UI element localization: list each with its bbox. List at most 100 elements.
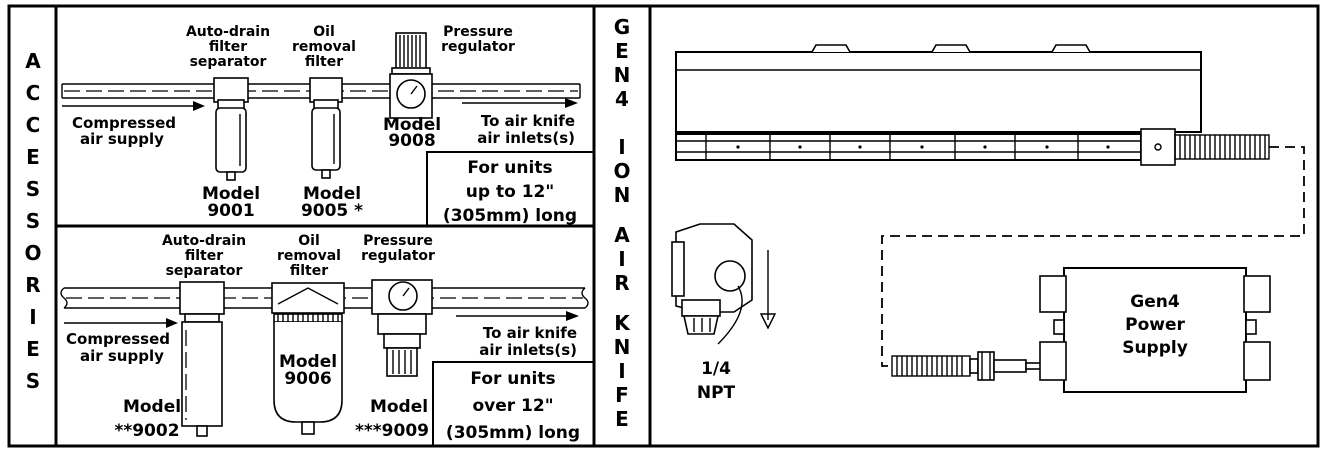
gen4-title: G E N 4 I O N A I R K N I F E <box>613 15 631 431</box>
accessories-title: A C C E S S O R I E S <box>24 49 41 393</box>
upper-filter2-label-line: Oil <box>313 24 335 40</box>
lower-model-f1-line: Model <box>123 397 181 417</box>
gen4-letter: G <box>614 15 630 39</box>
cable-connector <box>1140 128 1176 166</box>
lower-filter-9006 <box>271 282 345 435</box>
lower-model-f1-line: **9002 <box>114 421 179 441</box>
upper-filter1-label-line: Auto-drain <box>186 24 270 40</box>
upper-model-f2-line: 9005 * <box>301 201 363 221</box>
upper-supply-label-line: Compressed <box>72 114 176 132</box>
air-knife-housing <box>675 51 1202 133</box>
lower-model-reg-line: ***9009 <box>355 421 429 441</box>
lower-units-line: (305mm) long <box>446 423 580 443</box>
lower-supply-arrow <box>64 318 178 328</box>
gen4-letter: N <box>614 335 631 359</box>
gen4-letter: E <box>615 39 629 63</box>
accessories-letter: S <box>26 369 40 393</box>
lower-supply-label-line: Compressed <box>66 330 170 348</box>
ion-bar <box>675 133 1142 161</box>
gen4-letter: O <box>613 159 630 183</box>
lower-regulator-label-line: regulator <box>361 248 435 264</box>
lower-model-f2-line: 9006 <box>284 369 331 389</box>
accessories-letter: E <box>26 145 40 169</box>
cable-spring <box>1174 134 1270 160</box>
lower-filter-9002 <box>179 281 225 437</box>
upper-filter1-label-line: filter <box>209 39 247 55</box>
upper-supply-label-line: air supply <box>80 130 164 148</box>
accessories-letter: E <box>26 337 40 361</box>
upper-model-f1-line: 9001 <box>207 201 254 221</box>
upper-outlet-label-line: air inlets(s) <box>477 129 575 147</box>
air-inlet-port <box>714 260 746 292</box>
accessories-letter: C <box>26 81 41 105</box>
upper-units-line: (305mm) long <box>443 206 577 226</box>
accessories-letter: S <box>26 177 40 201</box>
lower-supply-label-line: air supply <box>80 347 164 365</box>
upper-model-f2-line: Model <box>303 184 361 204</box>
lower-filter2-label-line: filter <box>290 263 328 279</box>
lower-filter2-label-line: Oil <box>298 233 320 249</box>
gen4-letter: R <box>614 271 629 295</box>
gen4-letter: I <box>618 359 625 383</box>
ion-air-knife: Gen4 Power Supply 1/4 NPT <box>671 44 1305 403</box>
power-supply-label-line: Power <box>1125 315 1185 335</box>
lower-cable-spring <box>891 355 971 377</box>
lower-regulator-9009 <box>371 279 433 377</box>
upper-filter2-label-line: removal <box>292 39 356 55</box>
lower-filter1-label-line: Auto-drain <box>162 233 246 249</box>
lower-filter1-label-line: separator <box>166 263 243 279</box>
accessories-letter: R <box>25 273 40 297</box>
upper-regulator-label-line: regulator <box>441 39 515 55</box>
npt-label-line: 1/4 <box>701 359 731 379</box>
gen4-letter: 4 <box>615 87 629 111</box>
lower-units-line: over 12" <box>472 396 553 416</box>
accessories-letter: O <box>24 241 41 265</box>
accessories-letter: C <box>26 113 41 137</box>
gen4-letter: I <box>618 135 625 159</box>
cable-route <box>881 146 1305 367</box>
upper-model-reg-line: 9008 <box>388 131 435 151</box>
gen4-letter: K <box>614 311 631 335</box>
gen4-letter: F <box>615 383 629 407</box>
lower-regulator-label-line: Pressure <box>363 233 433 249</box>
power-supply-unit: Gen4 Power Supply <box>1039 267 1271 393</box>
upper-units-line: up to 12" <box>466 182 554 202</box>
upper-filter-9001 <box>213 77 249 181</box>
upper-outlet-arrow <box>462 98 578 108</box>
accessories-letter: S <box>26 209 40 233</box>
frame <box>7 4 1320 448</box>
lower-model-f2-line: Model <box>279 352 337 372</box>
upper-supply-arrow <box>62 101 205 111</box>
lower-outlet-label-line: air inlets(s) <box>479 341 577 359</box>
lower-assembly: Auto-drain filter separator Oil removal … <box>60 233 589 443</box>
upper-assembly: Auto-drain filter separator Oil removal … <box>61 24 581 226</box>
accessories-letter: A <box>25 49 41 73</box>
upper-filter-9005 <box>309 77 343 179</box>
gen4-letter: N <box>614 183 631 207</box>
power-supply-label-line: Gen4 <box>1130 292 1180 312</box>
gen4-letter: N <box>614 63 631 87</box>
power-supply-label-line: Supply <box>1122 338 1188 358</box>
filter-ribs <box>277 314 339 322</box>
upper-filter2-label-line: filter <box>305 54 343 70</box>
lower-outlet-label-line: To air knife <box>483 324 577 342</box>
end-fitting: 1/4 NPT <box>671 223 777 403</box>
npt-leader <box>717 285 743 345</box>
upper-regulator-9008 <box>389 32 433 119</box>
lower-filter1-label-line: filter <box>185 248 223 264</box>
upper-units-line: For units <box>467 158 552 178</box>
upper-units-box <box>426 151 595 227</box>
gen4-letter: E <box>615 407 629 431</box>
lower-model-reg-line: Model <box>370 397 428 417</box>
npt-label-line: NPT <box>697 383 736 403</box>
lower-filter2-label-line: removal <box>277 248 341 264</box>
accessories-letter: I <box>29 305 36 329</box>
gen4-letter: A <box>614 223 630 247</box>
upper-model-reg-line: Model <box>383 115 441 135</box>
gen4-letter: I <box>618 247 625 271</box>
lower-units-box <box>432 361 595 447</box>
upper-filter1-label-line: separator <box>190 54 267 70</box>
lower-outlet-arrow <box>456 311 579 321</box>
lower-units-line: For units <box>470 369 555 389</box>
